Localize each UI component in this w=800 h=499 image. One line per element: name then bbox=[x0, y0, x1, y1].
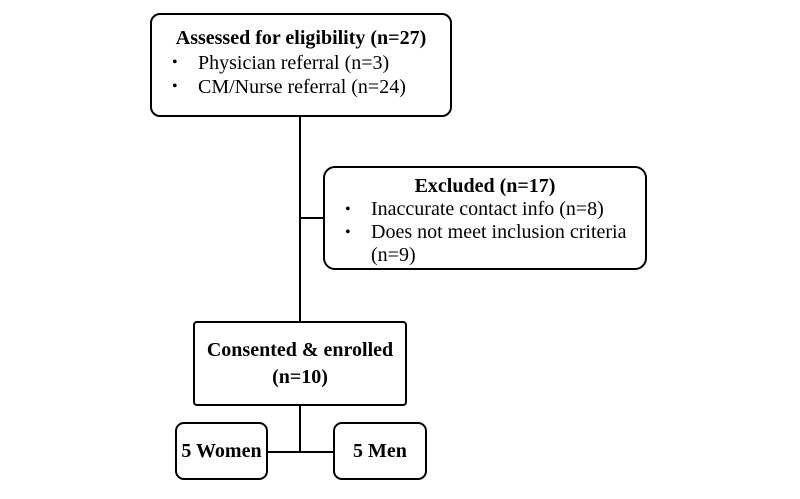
excluded-bullet-inaccurate-contact: • Inaccurate contact info (n=8) bbox=[333, 198, 637, 221]
assessed-bullet-text: CM/Nurse referral (n=24) bbox=[198, 76, 406, 98]
bullet-icon: • bbox=[172, 54, 178, 71]
assessed-bullet-cm-nurse-referral: • CM/Nurse referral (n=24) bbox=[160, 75, 442, 99]
box-assessed-for-eligibility: Assessed for eligibility (n=27) • Physic… bbox=[150, 13, 452, 117]
consented-subtitle: (n=10) bbox=[272, 365, 328, 388]
box-men: 5 Men bbox=[333, 422, 427, 480]
box-excluded: Excluded (n=17) • Inaccurate contact inf… bbox=[323, 166, 647, 270]
connector-split-women-men bbox=[268, 451, 333, 453]
box-women: 5 Women bbox=[175, 422, 268, 480]
assessed-bullet-text: Physician referral (n=3) bbox=[198, 52, 390, 74]
connector-consented-to-split bbox=[299, 406, 301, 453]
assessed-bullet-physician-referral: • Physician referral (n=3) bbox=[160, 51, 442, 75]
assessed-title: Assessed for eligibility (n=27) bbox=[175, 27, 427, 49]
men-label: 5 Men bbox=[353, 439, 407, 462]
excluded-bullet-text: Inaccurate contact info (n=8) bbox=[371, 198, 604, 220]
connector-assessed-to-consented bbox=[299, 117, 301, 321]
connector-branch-to-excluded bbox=[299, 217, 323, 219]
bullet-icon: • bbox=[345, 224, 351, 241]
excluded-bullet-inclusion-criteria: • Does not meet inclusion criteria (n=9) bbox=[333, 221, 637, 267]
excluded-bullet-text: Does not meet inclusion criteria (n=9) bbox=[371, 221, 627, 266]
excluded-title: Excluded (n=17) bbox=[414, 175, 556, 197]
women-label: 5 Women bbox=[181, 439, 262, 462]
bullet-icon: • bbox=[172, 78, 178, 95]
bullet-icon: • bbox=[345, 201, 351, 218]
consented-title: Consented & enrolled bbox=[206, 338, 394, 361]
box-consented-enrolled: Consented & enrolled (n=10) bbox=[193, 321, 407, 406]
